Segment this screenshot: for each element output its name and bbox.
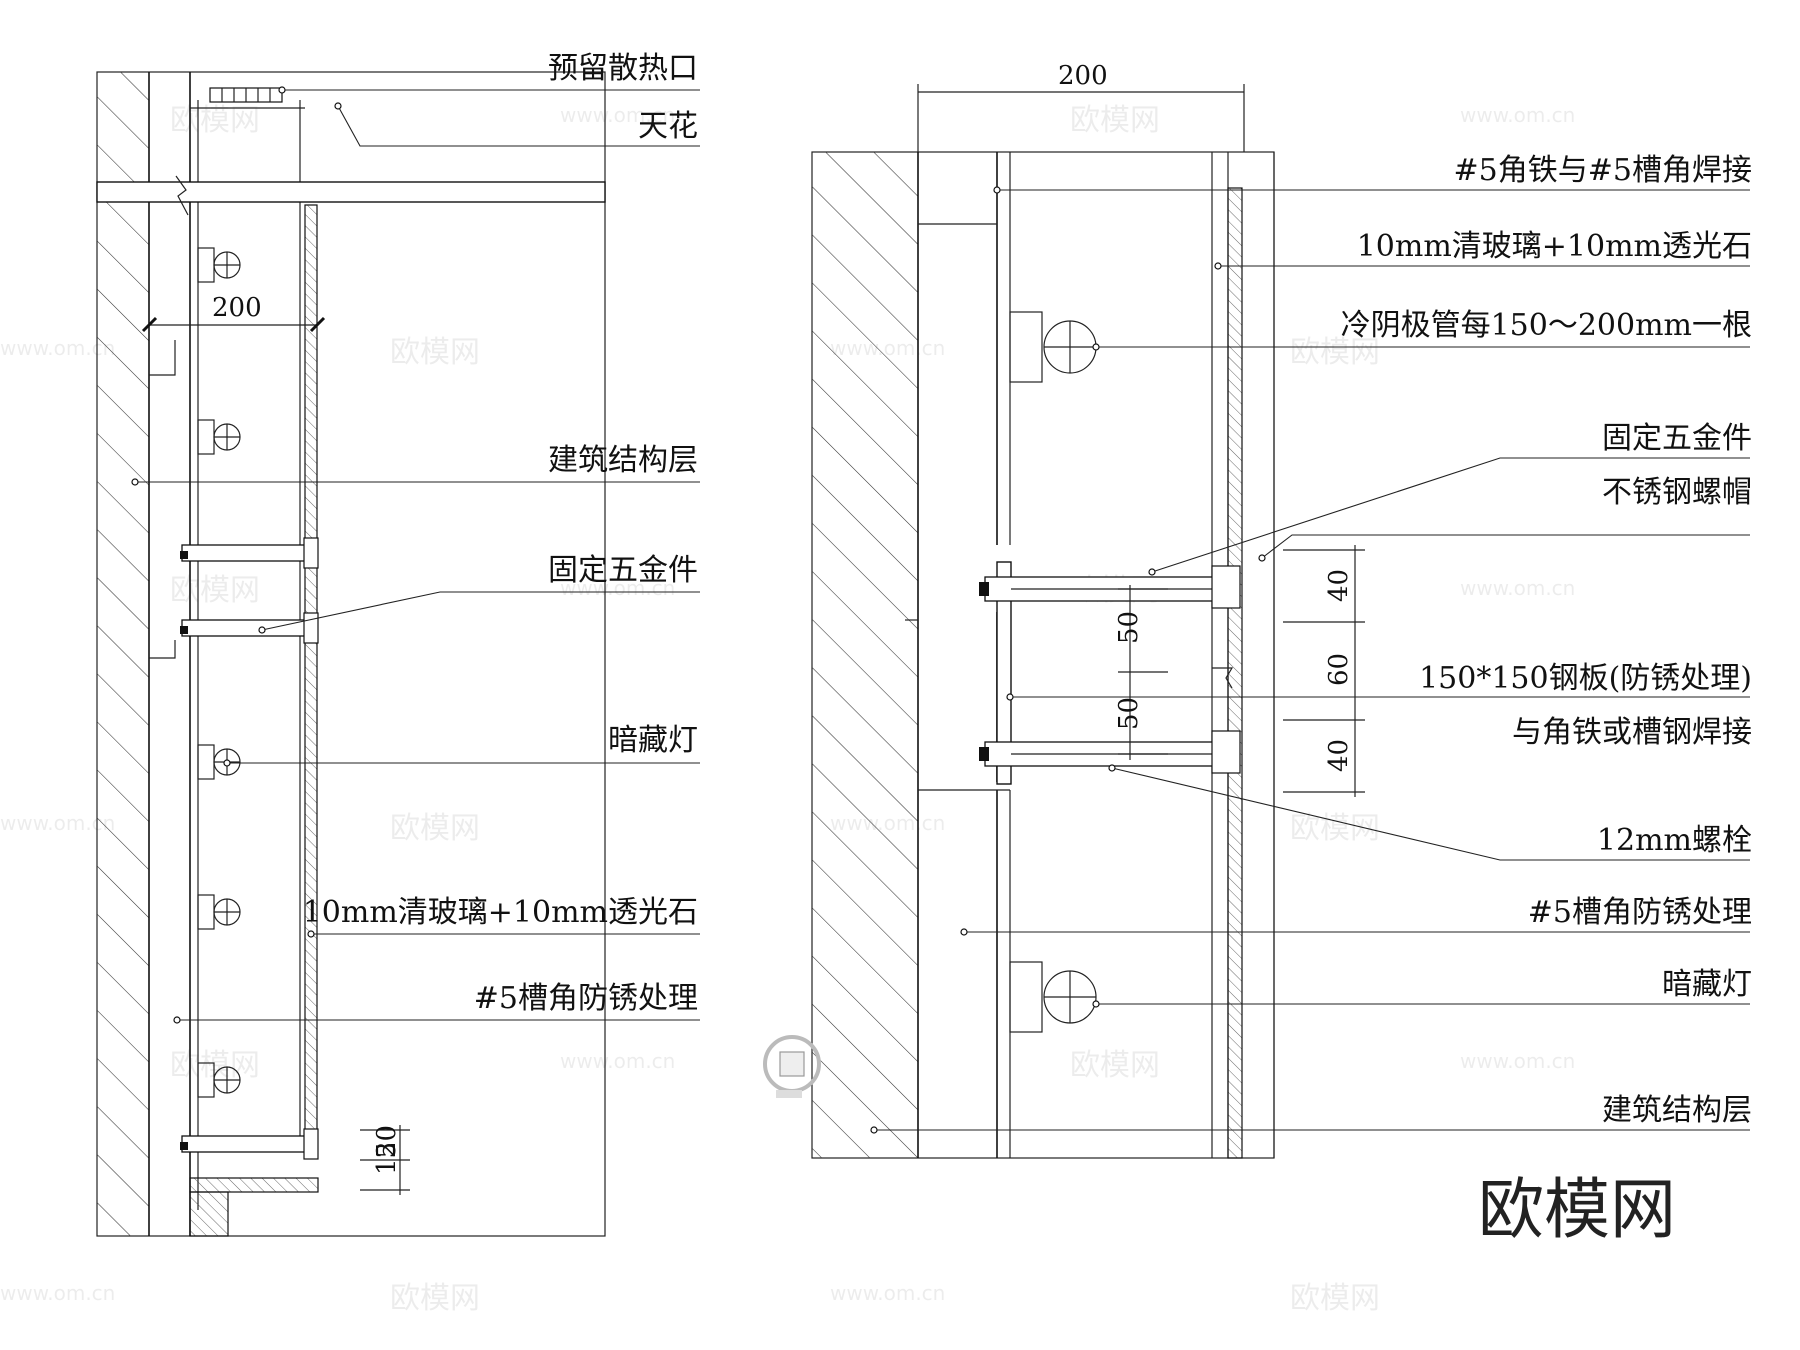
label-structure: 建筑结构层 <box>1602 1093 1752 1128</box>
label-hidden-light: 暗藏灯 <box>608 723 698 758</box>
label-hardware: 固定五金件 <box>1602 421 1752 456</box>
watermark-url: www.om.cn <box>830 1281 945 1305</box>
dim-label-50b: 50 <box>1114 697 1144 730</box>
left-leaders <box>131 86 700 1024</box>
label-vent: 预留散热口 <box>548 51 698 86</box>
watermark-text: 欧模网 <box>170 573 260 608</box>
label-tube: 冷阴极管每150～200mm一根 <box>1341 308 1752 343</box>
label-plate-weld: 与角铁或槽钢焊接 <box>1512 715 1752 750</box>
label-glass: 10mm清玻璃+10mm透光石 <box>303 895 698 930</box>
right-section-detail: 200 40 60 40 50 50 #5角铁与#5槽 <box>811 61 1752 1159</box>
watermark-text: 欧模网 <box>170 1048 260 1083</box>
label-weld: #5角铁与#5槽角焊接 <box>1454 153 1752 188</box>
watermark-layer: 欧模网 www.om.cn 欧模网 www.om.cn www.om.cn 欧模… <box>0 103 1575 1316</box>
watermark-text: 欧模网 <box>390 1281 480 1316</box>
left-bolts <box>180 537 319 1160</box>
label-hardware: 固定五金件 <box>548 553 698 588</box>
label-nut: 不锈钢螺帽 <box>1602 475 1752 510</box>
dim-label-width: 200 <box>1058 61 1108 91</box>
watermark-text: 欧模网 <box>390 811 480 846</box>
watermark-url: www.om.cn <box>0 811 115 835</box>
watermark-url: www.om.cn <box>560 1049 675 1073</box>
label-bolt: 12mm螺栓 <box>1597 823 1752 858</box>
watermark-text: 欧模网 <box>1290 1281 1380 1316</box>
dim-label-40a: 40 <box>1324 569 1354 602</box>
label-channel: #5槽角防锈处理 <box>474 981 698 1016</box>
watermark-text: 欧模网 <box>1070 1048 1160 1083</box>
left-glass-panel <box>304 204 318 1146</box>
watermark-url: www.om.cn <box>560 576 675 600</box>
watermark-url: www.om.cn <box>1460 576 1575 600</box>
label-structure: 建筑结构层 <box>548 443 698 478</box>
watermark-url: www.om.cn <box>0 1281 115 1305</box>
watermark-text: 欧模网 <box>1070 103 1160 138</box>
right-bolts <box>979 565 1241 774</box>
label-hidden-light: 暗藏灯 <box>1662 967 1752 1002</box>
right-lamps <box>1009 311 1097 1033</box>
label-plate: 150*150钢板(防锈处理) <box>1419 661 1752 696</box>
dim-label-width: 200 <box>212 293 262 323</box>
right-wall-hatch <box>812 152 918 1158</box>
label-glass: 10mm清玻璃+10mm透光石 <box>1357 229 1752 264</box>
left-lamps <box>197 247 241 1098</box>
watermark-url: www.om.cn <box>0 336 115 360</box>
left-break-mark <box>175 175 189 216</box>
left-section-detail: 200 15 20 预留散热口 天花 建筑结构层 固定五金件 暗藏灯 10mm清… <box>96 51 700 1237</box>
watermark-text: 欧模网 <box>1290 335 1380 370</box>
dim-label-50a: 50 <box>1114 611 1144 644</box>
right-leaders <box>870 186 1750 1134</box>
dim-label-15: 15 <box>372 1142 402 1175</box>
watermark-url: www.om.cn <box>1460 103 1575 127</box>
left-wall-hatch <box>97 72 149 1236</box>
dim-label-40b: 40 <box>1324 739 1354 772</box>
label-channel: #5槽角防锈处理 <box>1528 895 1752 930</box>
dim-label-20: 20 <box>372 1125 402 1158</box>
steel-plate <box>996 561 1012 785</box>
left-ceiling-slab <box>96 181 606 203</box>
label-ceiling: 天花 <box>638 109 698 144</box>
watermark-text: 欧模网 <box>170 103 260 138</box>
dim-label-60: 60 <box>1324 653 1354 686</box>
watermark-url: www.om.cn <box>560 103 675 127</box>
watermark-text: 欧模网 <box>390 335 480 370</box>
right-glass-panel <box>1227 187 1243 1159</box>
brand-watermark: 欧模网 <box>1478 1171 1676 1248</box>
viewcube-icon[interactable] <box>763 1035 821 1098</box>
watermark-url: www.om.cn <box>1460 1049 1575 1073</box>
